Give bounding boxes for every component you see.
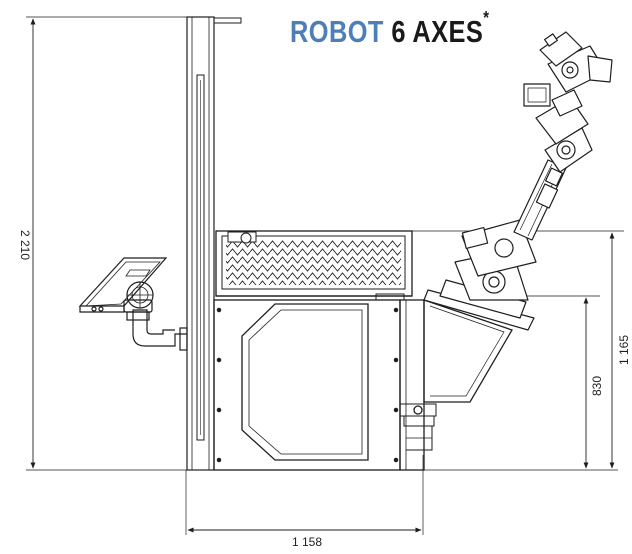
robot-pedestal	[423, 299, 513, 403]
pendant-arm	[123, 299, 188, 351]
title-asterisk: *	[483, 8, 490, 28]
support-column	[186, 16, 242, 471]
teach-pendant	[78, 257, 168, 313]
dimension-total-width-label: 1 158	[292, 535, 322, 549]
dimension-table-height-label: 1 165	[617, 335, 631, 365]
dimension-total-height	[26, 16, 188, 471]
title-word-axes: 6 AXES	[391, 14, 484, 49]
drawing-title: ROBOT 6 AXES*	[290, 8, 489, 50]
dimension-robot-base-height-label: 830	[590, 376, 604, 396]
dimension-total-width	[185, 455, 424, 535]
controller-grille-unit	[215, 230, 413, 301]
title-word-robot: ROBOT	[290, 14, 384, 49]
lower-cabinet	[213, 299, 401, 471]
right-frame	[399, 299, 437, 471]
dimension-total-height-label: 2 210	[18, 230, 32, 260]
robot-arm	[423, 31, 613, 331]
